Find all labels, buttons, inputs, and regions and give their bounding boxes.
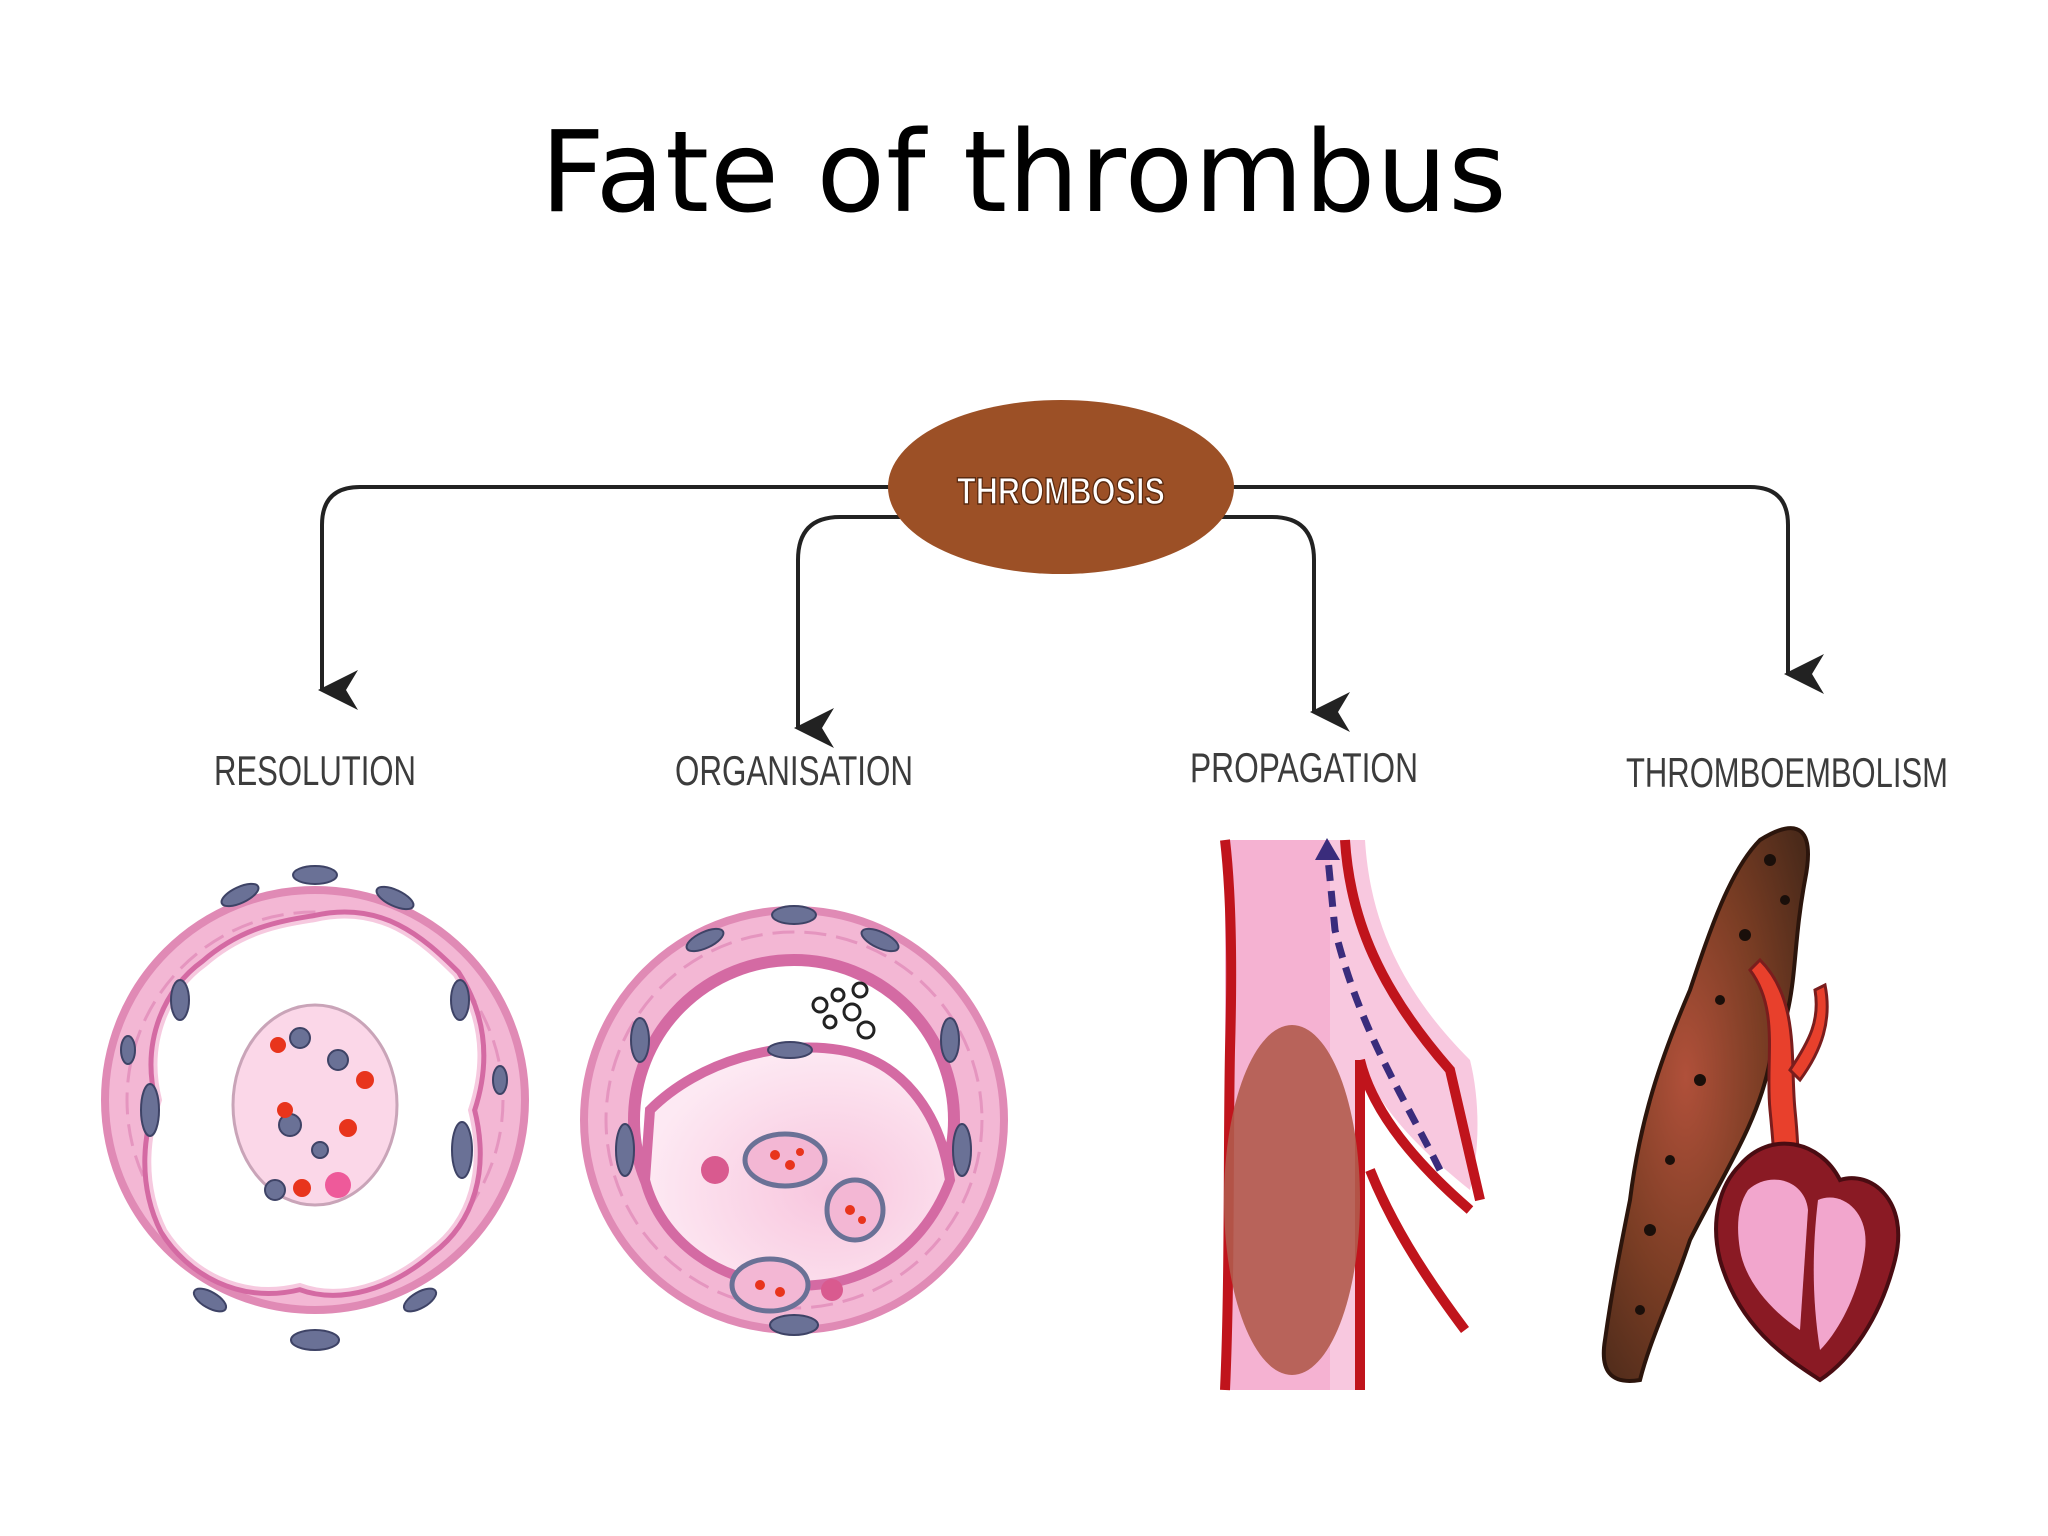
connector-lines xyxy=(318,485,1824,748)
connector-thromboembolism xyxy=(1230,485,1824,694)
slide-title: Fate of thrombus xyxy=(540,108,1508,238)
thromboembolism-illustration xyxy=(1601,826,1901,1383)
organisation-clot xyxy=(811,981,876,1040)
thrombosis-label: THROMBOSIS xyxy=(957,471,1165,513)
label-resolution: RESOLUTION xyxy=(214,747,416,794)
organisation-illustration xyxy=(580,905,1008,1336)
resolution-nuclei xyxy=(120,865,508,1351)
resolution-illustration xyxy=(101,865,529,1351)
propagation-thrombus xyxy=(1224,1025,1360,1375)
thrombosis-ellipse xyxy=(888,400,1234,574)
thrombosis-node: THROMBOSIS xyxy=(888,400,1234,574)
label-propagation: PROPAGATION xyxy=(1190,744,1418,791)
label-thromboembolism: THROMBOEMBOLISM xyxy=(1626,749,1948,796)
resolution-red-cells xyxy=(270,1037,374,1197)
outcome-labels: RESOLUTION ORGANISATION PROPAGATION THRO… xyxy=(214,744,1948,796)
connector-propagation xyxy=(1220,515,1350,732)
connector-resolution xyxy=(318,485,900,710)
organisation-nuclei xyxy=(615,905,972,1336)
label-organisation: ORGANISATION xyxy=(675,747,913,794)
connector-organisation xyxy=(794,515,900,748)
lung-spots xyxy=(1635,854,1790,1315)
propagation-arrow xyxy=(1323,847,1444,1172)
propagation-illustration xyxy=(1220,838,1485,1391)
